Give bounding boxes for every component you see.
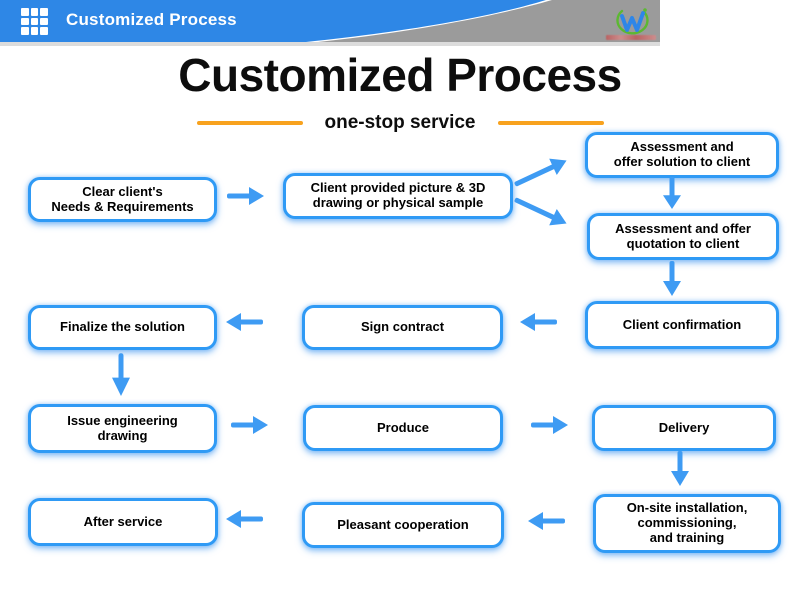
arrow-down-icon: [663, 176, 681, 209]
logo-caption: [606, 35, 656, 40]
flow-node-client-provided: Client provided picture & 3D drawing or …: [283, 173, 513, 219]
flow-node-delivery: Delivery: [592, 405, 776, 451]
arrow-left-icon: [528, 512, 566, 530]
arrow-right-icon: [530, 416, 568, 434]
arrow-right-icon: [226, 187, 264, 205]
flow-node-sign-contract: Sign contract: [302, 305, 503, 350]
subtitle-line-left: [196, 121, 303, 125]
arrow-down-icon: [671, 450, 689, 486]
subtitle-text: one-stop service: [324, 112, 476, 133]
subtitle: one-stop service: [0, 112, 800, 134]
flow-node-finalize-solution: Finalize the solution: [28, 305, 217, 350]
arrow-left-icon: [226, 510, 264, 528]
arrow-left-icon: [226, 313, 264, 331]
company-logo-icon: [616, 8, 649, 35]
flow-node-onsite-installation: On-site installation, commissioning, and…: [593, 494, 781, 553]
arrow-down-icon: [663, 260, 681, 296]
header-background: [0, 0, 660, 46]
header-title: Customized Process: [66, 10, 237, 29]
arrow-up-right-icon: [510, 152, 570, 193]
flow-node-issue-drawing: Issue engineering drawing: [28, 404, 217, 453]
flow-node-client-confirmation: Client confirmation: [585, 301, 779, 349]
arrow-right-icon: [230, 416, 268, 434]
arrow-down-right-icon: [510, 191, 570, 232]
page-title: Customized Process: [178, 49, 622, 101]
flow-node-clear-needs: Clear client's Needs & Requirements: [28, 177, 217, 222]
arrow-down-icon: [112, 352, 130, 396]
flow-node-after-service: After service: [28, 498, 218, 546]
flow-node-produce: Produce: [303, 405, 503, 451]
grid-icon: [21, 8, 48, 35]
flow-node-assessment-quotation: Assessment and offer quotation to client: [587, 213, 779, 260]
header-bar: Customized Process: [0, 0, 660, 46]
flow-node-pleasant-cooperation: Pleasant cooperation: [302, 502, 504, 548]
subtitle-line-right: [497, 121, 604, 125]
arrow-left-icon: [520, 313, 558, 331]
flow-node-assessment-solution: Assessment and offer solution to client: [585, 132, 779, 178]
